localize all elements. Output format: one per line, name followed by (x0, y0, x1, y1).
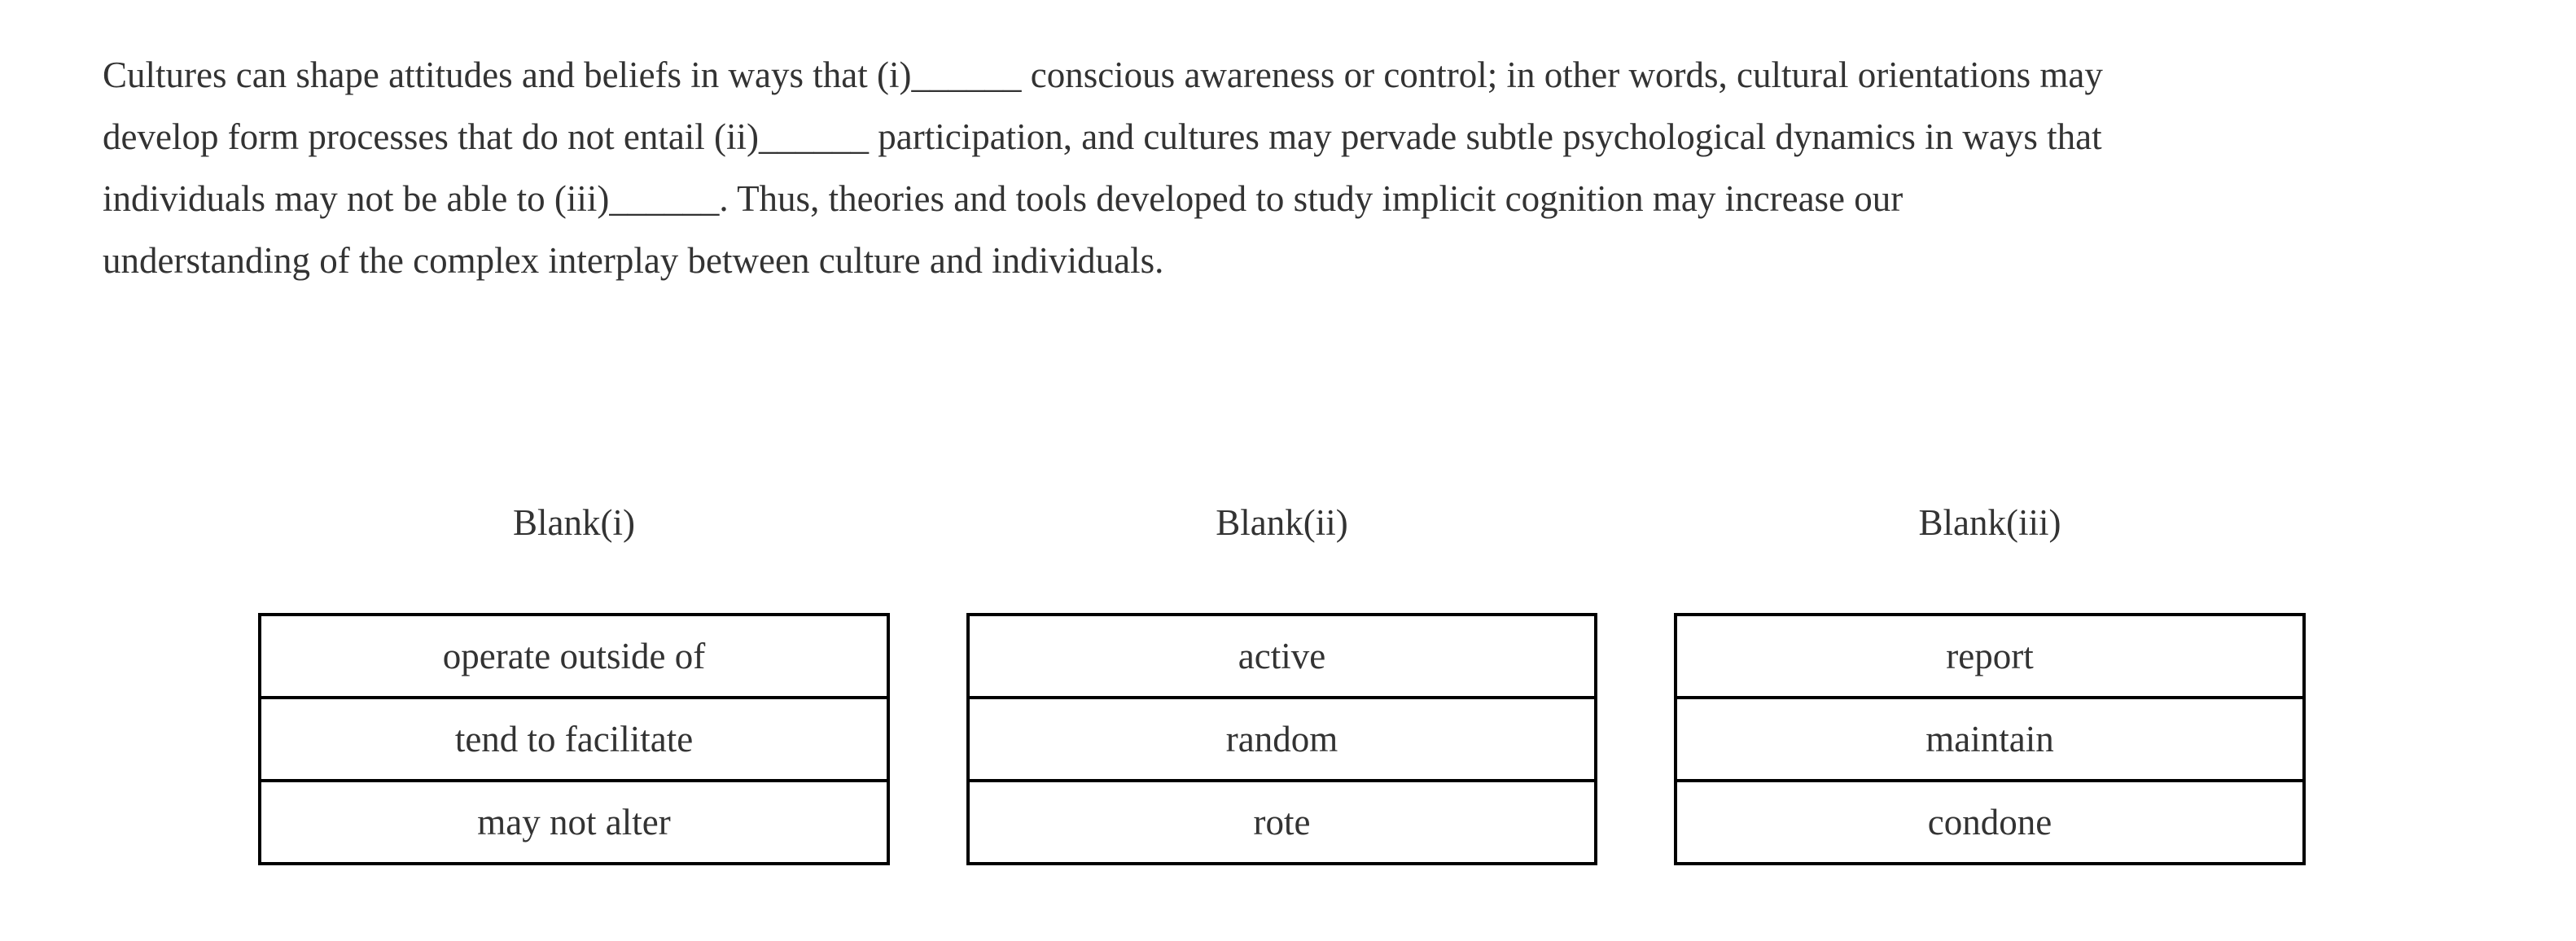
question-passage: Cultures can shape attitudes and beliefs… (103, 44, 2480, 291)
blank-iii-option-3[interactable]: condone (1677, 779, 2302, 862)
passage-line-3: individuals may not be able to (iii)____… (103, 178, 1904, 219)
blank-iii-option-1[interactable]: report (1677, 616, 2302, 696)
blank-ii-options-table: active random rote (966, 613, 1597, 865)
blank-i-label: Blank(i) (513, 502, 635, 543)
blank-ii-option-1[interactable]: active (970, 616, 1594, 696)
blank-i-options-table: operate outside of tend to facilitate ma… (258, 613, 890, 865)
blank-ii-option-2[interactable]: random (970, 696, 1594, 779)
blank-iii-label: Blank(iii) (1918, 502, 2061, 543)
blank-ii-label: Blank(ii) (1216, 502, 1348, 543)
blank-iii-option-2[interactable]: maintain (1677, 696, 2302, 779)
blank-i-option-2[interactable]: tend to facilitate (261, 696, 887, 779)
blank-iii-options-table: report maintain condone (1674, 613, 2306, 865)
blank-ii-option-3[interactable]: rote (970, 779, 1594, 862)
passage-line-2: develop form processes that do not entai… (103, 116, 2102, 157)
blank-i-option-3[interactable]: may not alter (261, 779, 887, 862)
blank-i-option-1[interactable]: operate outside of (261, 616, 887, 696)
passage-line-4: understanding of the complex interplay b… (103, 240, 1164, 281)
passage-line-1: Cultures can shape attitudes and beliefs… (103, 55, 2103, 95)
